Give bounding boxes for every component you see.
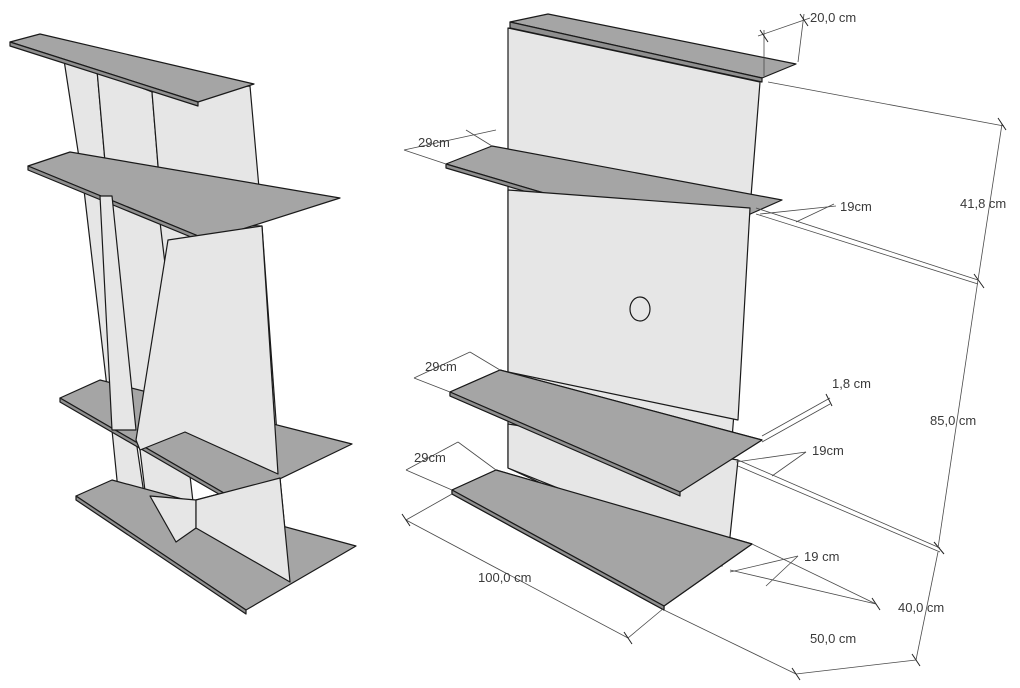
label-upper-shelf-width: 29cm bbox=[418, 135, 450, 150]
label-bottom-height: 40,0 cm bbox=[898, 600, 944, 615]
cable-hole-visible bbox=[629, 296, 651, 322]
label-top-depth: 20,0 cm bbox=[810, 10, 856, 25]
label-middle-shelf-depth: 19cm bbox=[812, 443, 844, 458]
left-front-visible-middle bbox=[135, 225, 279, 475]
label-base-depth: 50,0 cm bbox=[810, 631, 856, 646]
dimension-lines bbox=[401, 13, 1007, 681]
right-top-cap-edge bbox=[509, 21, 763, 83]
label-middle-shelf-width: 29cm bbox=[425, 359, 457, 374]
right-middle-shelf-front bbox=[449, 391, 681, 497]
label-upper-height: 41,8 cm bbox=[960, 196, 1006, 211]
left-shelf-view bbox=[9, 33, 357, 615]
label-bottom-shelf-depth: 19 cm bbox=[804, 549, 839, 564]
left-front-visible-bottom bbox=[195, 477, 291, 583]
left-bottom-shelf-edge bbox=[75, 495, 247, 615]
label-bottom-shelf-width: 29cm bbox=[414, 450, 446, 465]
label-upper-shelf-depth: 19cm bbox=[840, 199, 872, 214]
dimension-labels: 20,0 cm 29cm 19cm 41,8 cm 29cm 1,8 cm 85… bbox=[414, 10, 1006, 646]
right-panel-view bbox=[445, 13, 797, 611]
label-middle-height: 85,0 cm bbox=[930, 413, 976, 428]
label-total-width: 100,0 cm bbox=[478, 570, 531, 585]
left-back-visible-middle bbox=[99, 195, 137, 431]
left-top-shelf-edge bbox=[9, 41, 199, 107]
label-thickness: 1,8 cm bbox=[832, 376, 871, 391]
right-panel-visible-mid bbox=[507, 189, 751, 421]
